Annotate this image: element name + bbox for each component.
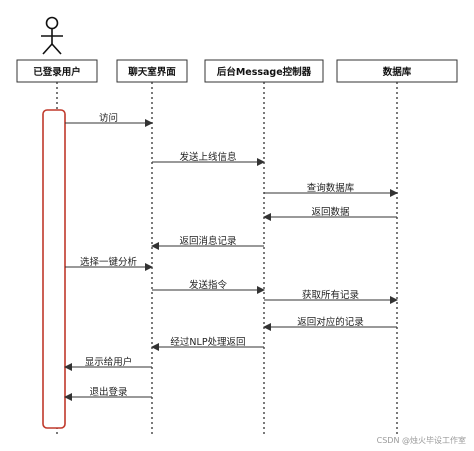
actor-label-controller: 后台Message控制器 <box>217 66 312 78</box>
message-1: 访问 <box>65 112 153 127</box>
actor-box-user: 已登录用户 <box>16 59 98 83</box>
actor-label-user: 已登录用户 <box>33 66 81 78</box>
message-6: 选择一键分析 <box>65 256 153 271</box>
message-label: 返回消息记录 <box>179 235 237 247</box>
message-3: 查询数据库 <box>264 182 398 197</box>
message-4: 返回数据 <box>263 206 397 221</box>
message-label: 获取所有记录 <box>302 289 360 301</box>
message-label: 经过NLP处理返回 <box>170 336 245 348</box>
message-label: 查询数据库 <box>307 182 355 194</box>
actor-box-database: 数据库 <box>336 59 458 83</box>
actor-label-database: 数据库 <box>382 66 412 78</box>
message-label: 访问 <box>99 112 118 124</box>
actor-label-chat-ui: 聊天室界面 <box>128 66 176 78</box>
message-label: 返回对应的记录 <box>297 316 364 328</box>
watermark: CSDN @烛火毕设工作室 <box>377 435 466 445</box>
message-label: 选择一键分析 <box>80 256 138 268</box>
message-5: 返回消息记录 <box>151 235 264 250</box>
message-2: 发送上线信息 <box>152 151 265 166</box>
message-10: 经过NLP处理返回 <box>151 336 264 351</box>
message-label: 发送指令 <box>189 279 228 291</box>
message-9: 返回对应的记录 <box>263 316 397 331</box>
message-label: 发送上线信息 <box>179 151 236 163</box>
user-actor-icon <box>41 16 63 55</box>
message-8: 获取所有记录 <box>264 289 398 304</box>
actor-box-controller: 后台Message控制器 <box>204 59 324 83</box>
message-label: 显示给用户 <box>85 356 133 368</box>
message-12: 退出登录 <box>64 386 152 401</box>
message-11: 显示给用户 <box>64 356 152 371</box>
actor-box-chat-ui: 聊天室界面 <box>116 59 188 83</box>
message-7: 发送指令 <box>152 279 265 294</box>
message-label: 退出登录 <box>89 386 128 398</box>
user-activation-bar <box>42 109 66 429</box>
message-label: 返回数据 <box>311 206 350 218</box>
